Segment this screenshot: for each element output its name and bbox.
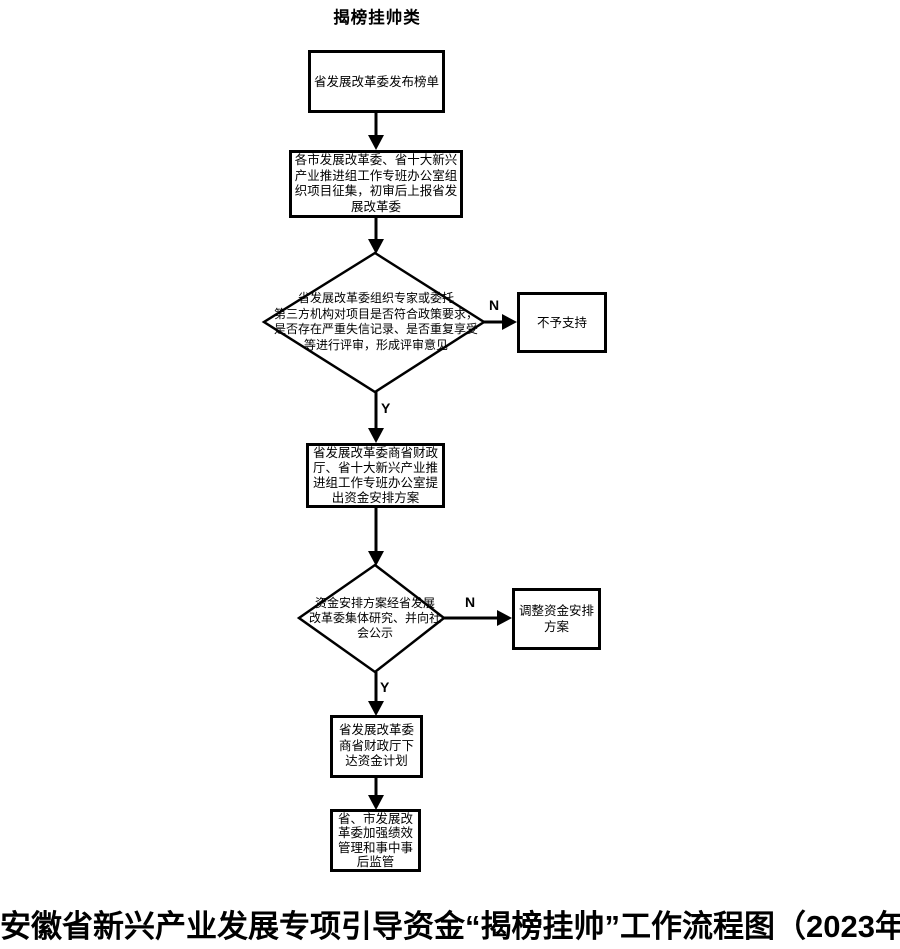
arrowhead-right-icon — [502, 314, 517, 330]
arrowhead-down-icon — [368, 239, 384, 254]
node-issue-funds: 省发展改革委 商省财政厅下 达资金计划 — [330, 715, 423, 778]
arrowhead-right-icon — [497, 610, 512, 626]
arrowhead-down-icon — [368, 701, 384, 716]
arrowhead-down-icon — [368, 551, 384, 566]
diagram-caption: 安徽省新兴产业发展专项引导资金“揭榜挂帅”工作流程图（2023年版） — [0, 909, 900, 944]
node-publish-list: 省发展改革委发布榜单 — [308, 50, 445, 113]
branch-label-no-1: N — [489, 297, 500, 313]
node-funding-plan: 省发展改革委商省财政 厅、省十大新兴产业推 进组工作专班办公室提 出资金安排方案 — [306, 443, 445, 508]
branch-label-yes-2: Y — [380, 679, 390, 695]
node-not-supported: 不予支持 — [517, 292, 607, 353]
node-adjust-plan: 调整资金安排 方案 — [512, 588, 601, 650]
decision-diamond-expert-review — [261, 251, 487, 394]
arrowhead-down-icon — [368, 135, 384, 150]
branch-label-yes-1: Y — [381, 400, 391, 416]
chart-title: 揭榜挂帅类 — [333, 9, 421, 27]
arrowhead-down-icon — [368, 795, 384, 810]
node-supervision: 省、市发展改 革委加强绩效 管理和事中事 后监管 — [330, 809, 421, 872]
node-project-collection: 各市发展改革委、省十大新兴 产业推进组工作专班办公室组 织项目征集，初审后上报省… — [289, 150, 463, 218]
branch-label-no-2: N — [465, 594, 476, 610]
decision-diamond-plan-review — [296, 563, 447, 674]
arrowhead-down-icon — [368, 428, 384, 443]
